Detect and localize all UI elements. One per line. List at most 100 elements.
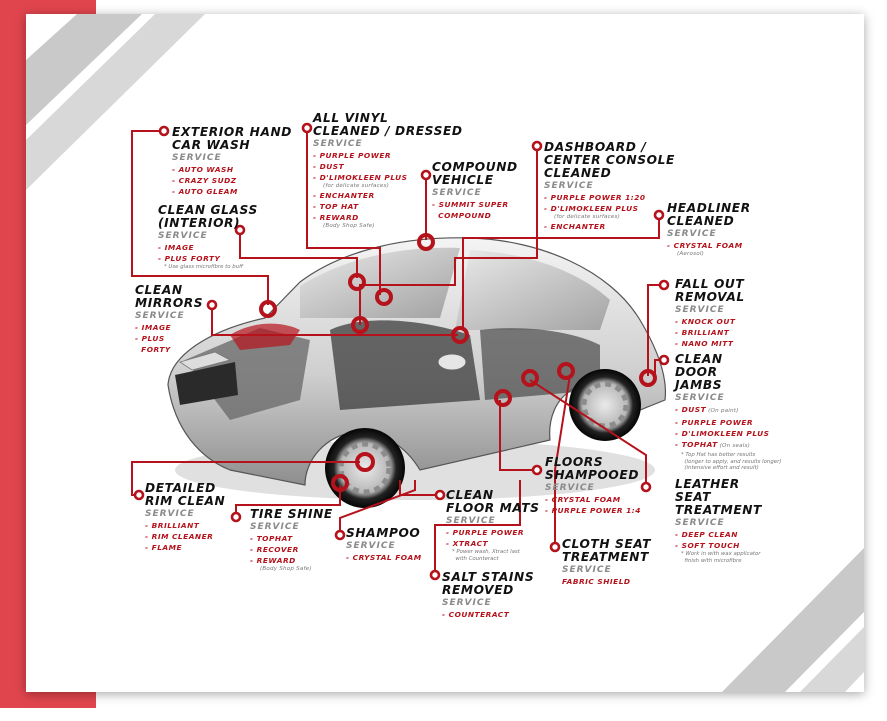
product-qualifier: (On seals) xyxy=(719,443,750,449)
product-list: - CRYSTAL FOAM- PURPLE POWER 1:4 xyxy=(545,494,641,516)
line-vinyl xyxy=(306,128,381,295)
product-item: - NANO MITT xyxy=(675,339,734,348)
service-heading: SERVICE xyxy=(145,509,195,519)
label-exterior-hand-car-wash: EXTERIOR HAND CAR WASH SERVICE - AUTO WA… xyxy=(172,126,292,197)
service-heading: SERVICE xyxy=(667,229,717,239)
product-item: - PURPLE POWER xyxy=(446,528,525,537)
product-list: - DEEP CLEAN - SOFT TOUCH xyxy=(675,529,762,551)
label-title: TIRE SHINE xyxy=(250,507,333,521)
label-title: SHAMPOO xyxy=(346,526,421,540)
label-title: CLEAN MIRRORS xyxy=(135,283,204,310)
label-title: SALT STAINS REMOVED xyxy=(442,570,535,597)
marker-leather xyxy=(521,369,539,387)
product-item: - PURPLE POWER xyxy=(675,418,754,427)
line-headliner xyxy=(462,215,660,330)
product-item: - DEEP CLEAN xyxy=(675,530,738,539)
marker-compound-start xyxy=(420,169,432,181)
product-list: - TOPHAT- RECOVER- REWARD(Body Shop Safe… xyxy=(250,533,333,573)
line-salt xyxy=(434,480,521,575)
product-item: - D'LIMOKLEEN PLUS xyxy=(544,204,639,213)
marker-fallout-start xyxy=(658,279,670,291)
product-item: - DUST(On paint) xyxy=(675,405,739,414)
product-item: - TOP HAT xyxy=(313,202,359,211)
product-item: - CRYSTAL FOAM xyxy=(545,495,621,504)
marker-mirrors xyxy=(451,326,469,344)
product-item: - PURPLE POWER xyxy=(313,151,392,160)
product-item: - D'LIMOKLEEN PLUS xyxy=(313,173,408,182)
product-list: - PURPLE POWER - XTRACT xyxy=(446,527,540,549)
product-note: (for delicate surfaces) xyxy=(554,214,621,220)
product-item: - TOPHAT xyxy=(250,534,293,543)
marker-rim xyxy=(355,452,375,472)
line-mirrors xyxy=(211,305,458,336)
product-item: - XTRACT xyxy=(446,539,489,548)
service-heading: SERVICE xyxy=(446,516,496,526)
service-heading: SERVICE xyxy=(675,393,725,403)
label-door-jambs: CLEAN DOOR JAMBS SERVICE - DUST(On paint… xyxy=(675,353,781,472)
product-list: - AUTO WASH- CRAZY SUDZ- AUTO GLEAM xyxy=(172,164,292,197)
marker-dashboard xyxy=(351,316,369,334)
marker-salt-start xyxy=(429,569,441,581)
marker-mirrors-start xyxy=(206,299,218,311)
label-leather-seat: LEATHER SEAT TREATMENT SERVICE - DEEP CL… xyxy=(675,478,762,564)
product-item: - TOPHAT(On seals) xyxy=(675,440,750,449)
product-item: - CRAZY SUDZ xyxy=(172,176,237,185)
label-title: FALL OUT REMOVAL xyxy=(675,277,745,304)
product-note: (for delicate surfaces) xyxy=(323,183,390,189)
marker-headliner-start xyxy=(653,209,665,221)
marker-floors-start xyxy=(531,464,543,476)
stripe-top-left-2 xyxy=(26,14,205,190)
label-title: CLOTH SEAT TREATMENT xyxy=(562,537,652,564)
product-item: - REWARD xyxy=(313,213,359,222)
marker-vinyl xyxy=(375,288,393,306)
line-shampoo xyxy=(339,480,416,535)
service-heading: SERVICE xyxy=(432,188,482,198)
product-item: - CRYSTAL FOAM xyxy=(667,241,743,250)
product-item: - BRILLIANT xyxy=(675,328,730,337)
label-title: DETAILED RIM CLEAN xyxy=(145,481,226,508)
label-cloth-seat: CLOTH SEAT TREATMENT SERVICE FABRIC SHIE… xyxy=(562,538,651,587)
marker-compound xyxy=(417,233,435,251)
service-heading: SERVICE xyxy=(135,311,185,321)
rear-wheel xyxy=(569,369,641,441)
product-note: (Body Shop Safe) xyxy=(323,223,375,229)
marker-exterior xyxy=(259,300,277,318)
product-list: - IMAGE- PLUS FORTY xyxy=(158,242,258,264)
product-item: - ENCHANTER xyxy=(313,191,375,200)
label-all-vinyl: ALL VINYL CLEANED / DRESSED SERVICE - PU… xyxy=(313,112,463,230)
marker-rim-start xyxy=(133,489,145,501)
label-title: CLEAN DOOR JAMBS xyxy=(675,352,723,392)
side-mirror xyxy=(437,353,467,371)
marker-vinyl-start xyxy=(301,122,313,134)
label-title: HEADLINER CLEANED xyxy=(667,201,751,228)
product-item: - PLUS FORTY xyxy=(135,334,171,354)
line-glass xyxy=(239,230,358,278)
product-item: - SUMMIT SUPER COMPOUND xyxy=(432,200,509,220)
label-compound-vehicle: COMPOUND VEHICLE SERVICE - SUMMIT SUPER … xyxy=(432,161,518,221)
label-rim-clean: DETAILED RIM CLEAN SERVICE - BRILLIANT- … xyxy=(145,482,225,553)
service-heading: SERVICE xyxy=(544,181,594,191)
product-item: - SOFT TOUCH xyxy=(675,541,740,550)
marker-doorjambs xyxy=(557,362,575,380)
label-title: COMPOUND VEHICLE xyxy=(432,160,518,187)
headlight xyxy=(179,351,232,371)
line-exterior xyxy=(131,130,269,305)
product-list: - COUNTERACT xyxy=(442,609,534,620)
label-salt-stains: SALT STAINS REMOVED SERVICE - COUNTERACT xyxy=(442,571,534,620)
rear-rim-spokes xyxy=(581,381,629,429)
service-heading: SERVICE xyxy=(313,139,363,149)
product-item: FABRIC SHIELD xyxy=(562,577,631,586)
product-list: - CRYSTAL FOAM xyxy=(346,552,422,563)
line-tire xyxy=(235,485,341,517)
product-item: - KNOCK OUT xyxy=(675,317,736,326)
product-item: - PURPLE POWER 1:20 xyxy=(544,193,646,202)
label-title: EXTERIOR HAND CAR WASH xyxy=(172,125,293,152)
product-item: - IMAGE xyxy=(158,243,195,252)
line-dashboard xyxy=(359,146,538,325)
marker-dashboard-start xyxy=(531,140,543,152)
service-heading: SERVICE xyxy=(562,565,612,575)
label-floor-mats: CLEAN FLOOR MATS SERVICE - PURPLE POWER-… xyxy=(446,489,540,562)
marker-tire-start xyxy=(230,511,242,523)
marker-doorjambs-start xyxy=(658,354,670,366)
